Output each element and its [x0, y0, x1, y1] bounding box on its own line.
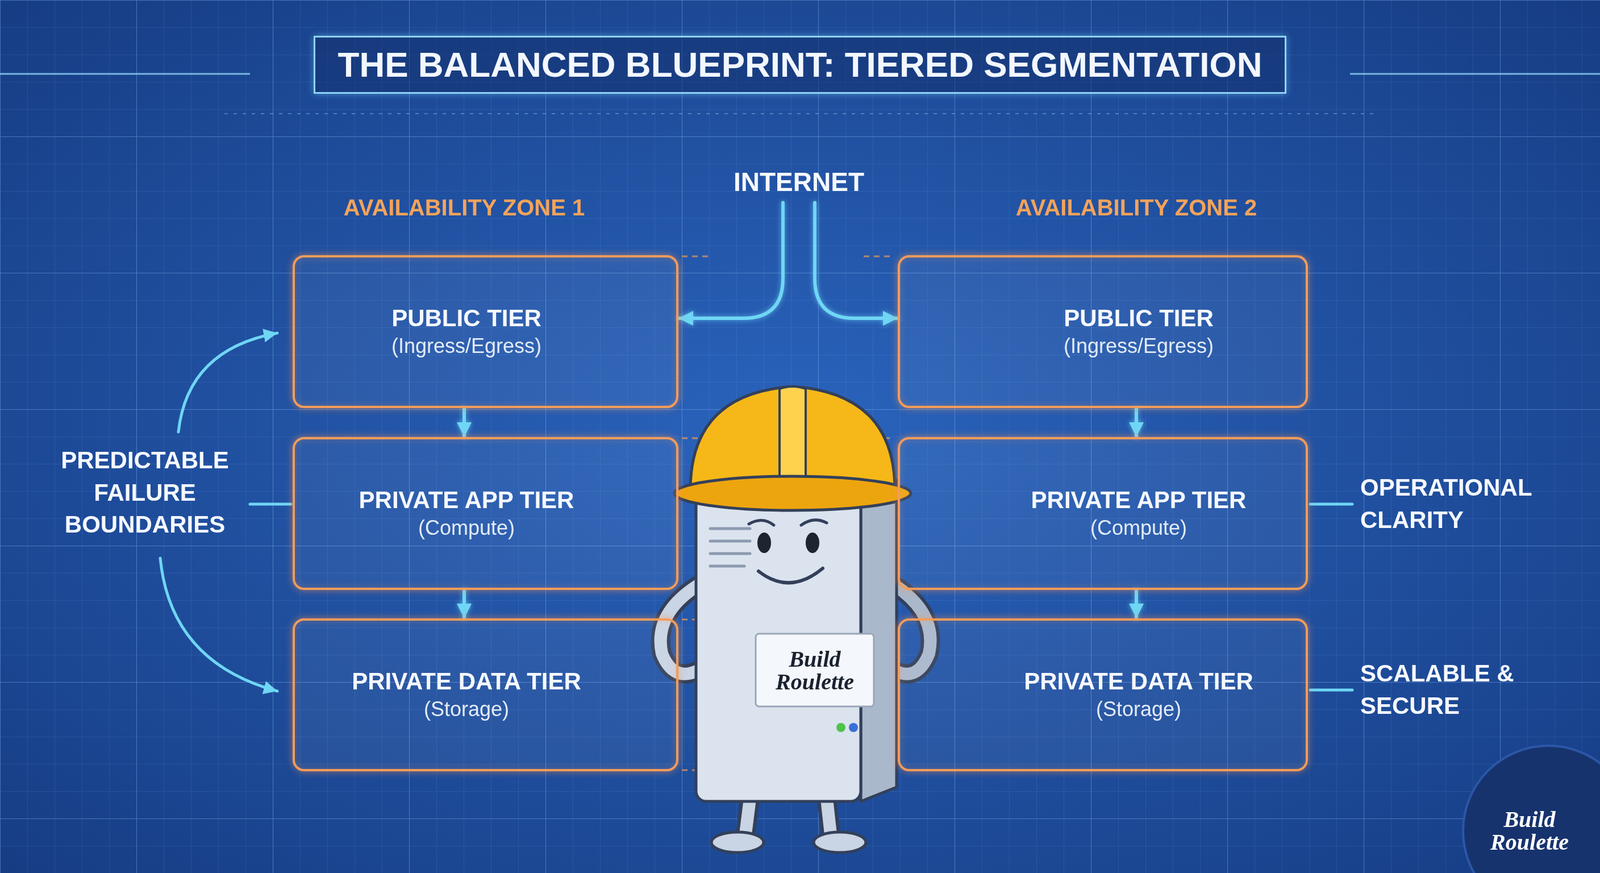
zone-label: AVAILABILITY ZONE 1	[248, 192, 681, 223]
text-group: PUBLIC TIER(Ingress/Egress)	[391, 303, 542, 360]
flow-arrow	[678, 202, 783, 319]
drawing-part	[250, 502, 291, 506]
flow-arrow	[462, 407, 466, 437]
drawing-part	[224, 113, 1375, 115]
tier-subtitle: (Ingress/Egress)	[1063, 332, 1214, 360]
tier-subtitle: (Ingress/Egress)	[391, 332, 542, 360]
drawing-part	[1350, 73, 1600, 75]
drawing-part	[848, 722, 858, 732]
drawing-part	[1463, 745, 1600, 873]
drawing-part	[758, 568, 823, 583]
tier-heading: PRIVATE APP TIER	[1031, 485, 1247, 516]
internet-node: INTERNET	[727, 164, 870, 200]
drawing-part	[745, 798, 750, 835]
drawing-part	[690, 386, 895, 490]
drawing-part	[0, 73, 250, 75]
tier-heading: PRIVATE APP TIER	[359, 485, 575, 516]
mascot-logo-text: Build Roulette	[759, 647, 871, 694]
flow-arrow	[1134, 407, 1139, 437]
tier-subtitle: (Storage)	[1023, 696, 1254, 723]
drawing-part	[1310, 502, 1353, 506]
diagram-title: THE BALANCED BLUEPRINT: TIERED SEGMENTAT…	[313, 35, 1287, 94]
drawing-part	[674, 476, 911, 511]
drawing-part	[801, 519, 827, 525]
drawing-part	[748, 519, 774, 525]
drawing-part	[826, 798, 831, 835]
tier-heading: PUBLIC TIER	[391, 303, 542, 334]
callout-label: SCALABLE & SECURE	[1360, 657, 1582, 722]
drawing-part	[826, 798, 831, 835]
tier-box: PRIVATE DATA TIER(Storage)	[292, 618, 679, 772]
tier-box: PRIVATE DATA TIER(Storage)	[897, 618, 1308, 772]
text-group: PRIVATE APP TIER(Compute)	[1031, 485, 1247, 542]
drawing-part	[805, 532, 820, 553]
drawing-part	[757, 532, 772, 553]
drawing-part	[710, 552, 750, 556]
drawing-part	[178, 332, 278, 432]
drawing-part	[863, 255, 895, 258]
mascot-server	[660, 386, 931, 853]
drawing-part	[779, 386, 806, 488]
drawing-part	[813, 831, 866, 853]
tier-heading: PRIVATE DATA TIER	[351, 666, 582, 697]
text-group: PRIVATE DATA TIER(Storage)	[351, 666, 582, 723]
text-group: PUBLIC TIER(Ingress/Egress)	[1063, 303, 1214, 360]
tier-subtitle: (Compute)	[1031, 514, 1247, 542]
drawing-part	[710, 539, 750, 543]
text-group: PRIVATE APP TIER(Compute)	[359, 485, 575, 542]
drawing-part	[755, 633, 874, 707]
drawing-part	[745, 798, 750, 835]
tier-heading: PUBLIC TIER	[1063, 303, 1214, 334]
drawing-part	[681, 255, 711, 258]
tier-box: PUBLIC TIER(Ingress/Egress)	[897, 255, 1308, 408]
corner-logo-text: Build Roulette	[1476, 807, 1583, 854]
tier-box: PRIVATE APP TIER(Compute)	[292, 436, 679, 590]
flow-arrow	[1134, 589, 1139, 619]
tier-subtitle: (Storage)	[351, 696, 582, 723]
drawing-part	[836, 722, 846, 732]
flow-arrow	[814, 202, 898, 319]
tier-box: PUBLIC TIER(Ingress/Egress)	[292, 255, 679, 408]
tier-subtitle: (Compute)	[359, 514, 575, 542]
callout-label: PREDICTABLE FAILURE BOUNDARIES	[34, 444, 256, 541]
tier-heading: PRIVATE DATA TIER	[1023, 666, 1254, 697]
drawing-part	[160, 557, 278, 691]
callout-label: OPERATIONAL CLARITY	[1360, 471, 1582, 536]
drawing-part	[711, 831, 764, 853]
flow-arrow	[462, 589, 466, 619]
drawing-part	[710, 564, 745, 568]
text-group: PRIVATE DATA TIER(Storage)	[1023, 666, 1254, 723]
tier-box: PRIVATE APP TIER(Compute)	[897, 436, 1308, 590]
zone-label: AVAILABILITY ZONE 2	[920, 192, 1353, 223]
drawing-part	[710, 528, 750, 566]
drawing-part	[710, 527, 750, 531]
internet-label: INTERNET	[733, 167, 865, 197]
drawing-part	[1310, 688, 1353, 692]
text-group: INTERNET	[733, 167, 865, 197]
corner-logo-badge	[1463, 745, 1600, 873]
